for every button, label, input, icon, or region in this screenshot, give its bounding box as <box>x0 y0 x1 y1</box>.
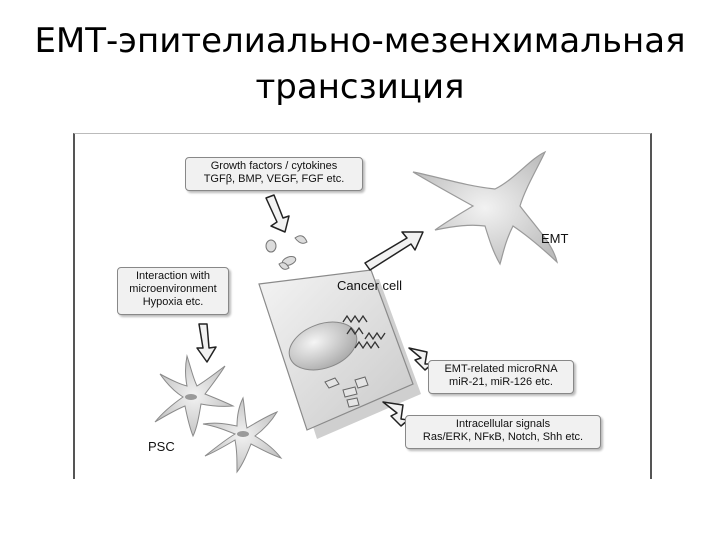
microrna-title: EMT-related microRNA <box>444 363 558 375</box>
diagram-graphics <box>154 150 559 474</box>
intracellular-box: Intracellular signals Ras/ERK, NFκB, Not… <box>405 415 601 449</box>
cancer-cell <box>258 269 421 439</box>
microrna-hairpins <box>342 314 386 350</box>
microrna-box: EMT-related microRNA miR-21, miR-126 etc… <box>428 360 574 394</box>
growth-factors-list: TGFβ, BMP, VEGF, FGF etc. <box>203 173 345 185</box>
slide-title-line2: трансзиция <box>255 67 465 107</box>
microenvironment-box: Interaction with microenvironment Hypoxi… <box>117 267 229 315</box>
growth-factors-title: Growth factors / cytokines <box>210 160 338 172</box>
cancer-cell-label: Cancer cell <box>337 278 403 293</box>
signal-molecules <box>324 376 369 408</box>
microrna-list: miR-21, miR-126 etc. <box>449 376 553 388</box>
microenvironment-line1: Interaction with <box>136 270 210 282</box>
psc-label: PSC <box>148 439 175 454</box>
intracellular-list: Ras/ERK, NFκB, Notch, Shh etc. <box>422 431 584 443</box>
emt-diagram: Growth factors / cytokines TGFβ, BMP, VE… <box>73 133 652 479</box>
arrow-emt <box>364 231 424 271</box>
emt-label: EMT <box>541 231 569 246</box>
emt-cell-shape <box>412 150 559 266</box>
nucleus-shape <box>288 321 358 371</box>
slide-title: ЕМТ-эпителиально-мезенхимальная трансзиц… <box>0 18 720 110</box>
slide-title-line1: ЕМТ-эпителиально-мезенхимальная <box>34 21 686 61</box>
microenvironment-line2: microenvironment <box>129 283 217 295</box>
arrow-microenvironment <box>196 323 217 363</box>
intracellular-title: Intracellular signals <box>455 418 551 430</box>
growth-factors-box: Growth factors / cytokines TGFβ, BMP, VE… <box>185 157 363 191</box>
microenvironment-line3: Hypoxia etc. <box>142 296 204 308</box>
arrow-growth-factors <box>265 194 290 233</box>
growth-factor-particles <box>265 235 308 270</box>
